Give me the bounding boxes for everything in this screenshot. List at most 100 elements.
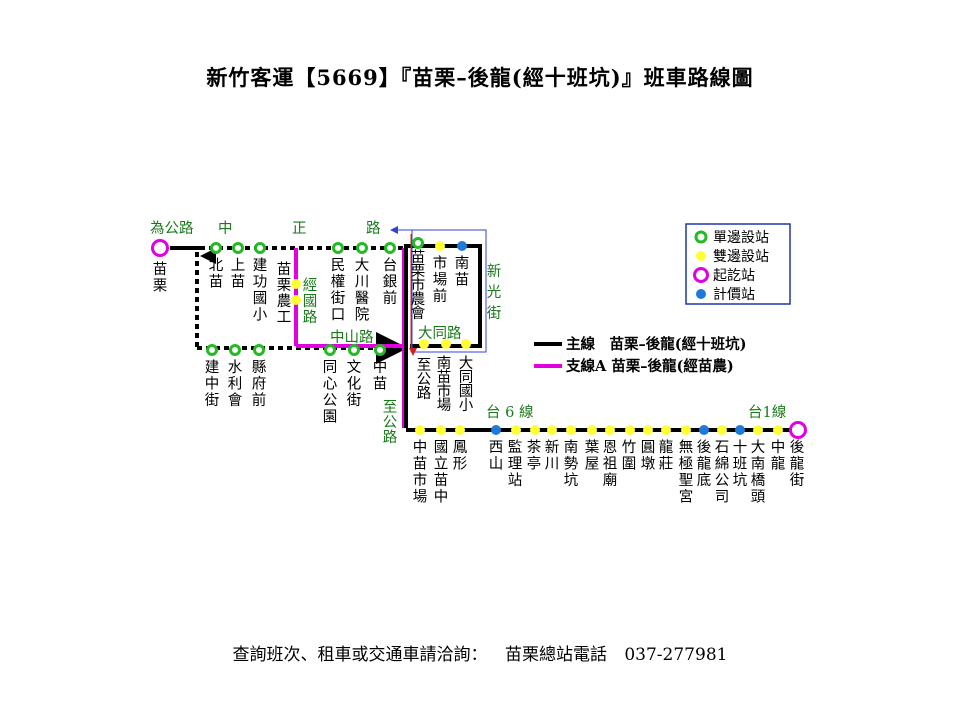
- stop-bottom-label-14: 後龍底: [697, 439, 712, 489]
- road-datong: 大同路: [418, 325, 462, 342]
- stop-bottom-label-15: 石綿公司: [715, 440, 730, 506]
- legend-single-text: 單邊設站: [713, 230, 769, 246]
- stop-loop-label-4: 大同國小: [459, 355, 474, 414]
- stop-branch-label: 苗栗農工: [277, 261, 292, 326]
- legend: 單邊設站 雙邊設站 起訖站 計價站: [685, 223, 791, 305]
- stop-loop-label-3: 南苗市場: [437, 355, 452, 414]
- stop-top-0: [210, 242, 222, 254]
- stop-bottom-15: [717, 425, 727, 435]
- stop-bottom-16: [735, 425, 745, 435]
- stop-bl-label-1: 水利會: [228, 359, 243, 409]
- stop-bottom-9: [605, 425, 615, 435]
- stop-bl-label-3: 同心公園: [323, 360, 338, 426]
- stop-bottom-label-5: 茶亭: [527, 439, 542, 473]
- stop-bottom-label-18: 中龍: [771, 439, 786, 473]
- stop-bottom-label-0: 中苗市場: [413, 439, 428, 506]
- road-zhigonglu: 至公路: [383, 400, 398, 446]
- stop-bottom-7: [566, 425, 576, 435]
- line-legend-main: 主線 苗栗–後龍(經十班坑): [566, 335, 746, 353]
- terminal-end-stop: [789, 421, 807, 439]
- stop-bl-5: [374, 344, 386, 356]
- stop-bl-label-0: 建中街: [205, 359, 220, 409]
- road-xinguang: 新光街: [487, 263, 502, 322]
- legend-fare-icon: [696, 289, 706, 299]
- stop-bottom-4: [511, 425, 521, 435]
- page-title: 新竹客運【5669】『苗栗–後龍(經十班坑)』班車路線圖: [206, 65, 754, 90]
- stop-bottom-6: [547, 425, 557, 435]
- stop-loop-3: [419, 339, 429, 349]
- stop-bottom-1: [436, 425, 446, 435]
- stop-bl-label-5: 中苗: [373, 359, 388, 393]
- stop-bottom-18: [773, 425, 783, 435]
- stop-loop-label-0: 苗栗市農會: [411, 249, 426, 322]
- line-legend-branch: 支線A 苗栗–後龍(經苗農): [566, 357, 734, 375]
- road-lu: 路: [366, 220, 381, 237]
- stop-loop-5: [461, 339, 471, 349]
- stop-bottom-label-10: 竹圍: [622, 439, 637, 473]
- legend-single-icon: [694, 230, 708, 244]
- stop-bottom-label-3: 西山: [489, 440, 504, 473]
- road-zheng: 正: [292, 221, 307, 237]
- stop-loop-2: [457, 241, 467, 251]
- stop-bottom-10: [625, 425, 635, 435]
- road-zhongshan: 中山路: [330, 329, 374, 346]
- stop-top-label-1: 上苗: [231, 257, 246, 291]
- stop-bottom-0: [415, 425, 425, 435]
- stop-top-label-4: 大川醫院: [355, 257, 370, 324]
- legend-fare-text: 計價站: [713, 286, 755, 303]
- stop-bl-1: [229, 344, 241, 356]
- stop-bottom-label-19: 後龍街: [790, 439, 805, 489]
- main-line-loop: [404, 244, 482, 428]
- stop-bl-0: [206, 344, 218, 356]
- road-jingguo: 經國路: [303, 277, 318, 326]
- line-legend: 主線 苗栗–後龍(經十班坑) 支線A 苗栗–後龍(經苗農): [534, 335, 746, 375]
- stop-top-label-3: 民權街口: [331, 258, 346, 324]
- road-zhong: 中: [218, 220, 233, 237]
- stop-bottom-label-4: 監理站: [508, 439, 523, 489]
- stop-top-1: [232, 242, 244, 254]
- stop-top-4: [356, 242, 368, 254]
- legend-double-icon: [696, 251, 706, 261]
- legend-double-text: 雙邊設站: [713, 249, 769, 265]
- stop-bottom-label-12: 龍莊: [659, 439, 674, 473]
- stops-layer: [151, 237, 807, 439]
- stop-bottom-label-11: 圓墩: [641, 440, 656, 473]
- road-zhigonglu-small: 至公路: [417, 358, 432, 402]
- terminal-start-label: 苗栗: [153, 261, 168, 295]
- stop-top-5: [384, 242, 396, 254]
- stop-bottom-label-2: 鳳形: [453, 440, 468, 473]
- footer-phone: 037-277981: [624, 645, 728, 665]
- stop-loop-4: [441, 339, 451, 349]
- stop-top-label-5: 台銀前: [383, 257, 398, 307]
- road-tai6: 台 6 線: [486, 404, 533, 421]
- stop-bl-label-4: 文化街: [347, 359, 362, 409]
- stop-branch-1: [291, 295, 301, 305]
- stop-bottom-label-8: 葉屋: [585, 439, 600, 473]
- stop-bottom-label-7: 南勢坑: [564, 439, 579, 489]
- stop-bottom-5: [530, 425, 540, 435]
- stop-loop-label-2: 南苗: [455, 255, 470, 289]
- stop-bottom-8: [587, 425, 597, 435]
- stop-bottom-3: [491, 425, 501, 435]
- stop-loop-1: [435, 241, 445, 251]
- stop-top-label-0: 北苗: [209, 257, 224, 291]
- road-weigong: 為公路: [150, 220, 194, 237]
- stop-bottom-13: [681, 425, 691, 435]
- stop-bl-label-2: 縣府前: [252, 359, 267, 409]
- road-tai1: 台1線: [748, 404, 786, 421]
- footer-station: 苗栗總站電話: [504, 645, 607, 665]
- stop-bottom-label-13: 無極聖宮: [679, 439, 694, 506]
- stop-bottom-14: [699, 425, 709, 435]
- footer-label: 查詢班次、租車或交通車請洽詢：: [232, 645, 488, 665]
- stop-bl-2: [253, 344, 265, 356]
- route-lines: [170, 226, 800, 432]
- stop-branch-0: [291, 279, 301, 289]
- stop-bottom-label-1: 國立苗中: [434, 440, 449, 506]
- stop-loop-label-1: 市場前: [433, 255, 448, 305]
- legend-terminal-icon: [693, 267, 709, 283]
- stop-bl-4: [348, 344, 360, 356]
- stop-bottom-label-9: 恩祖廟: [603, 440, 618, 489]
- stop-bottom-label-16: 十班坑: [733, 439, 748, 489]
- stop-bottom-12: [661, 425, 671, 435]
